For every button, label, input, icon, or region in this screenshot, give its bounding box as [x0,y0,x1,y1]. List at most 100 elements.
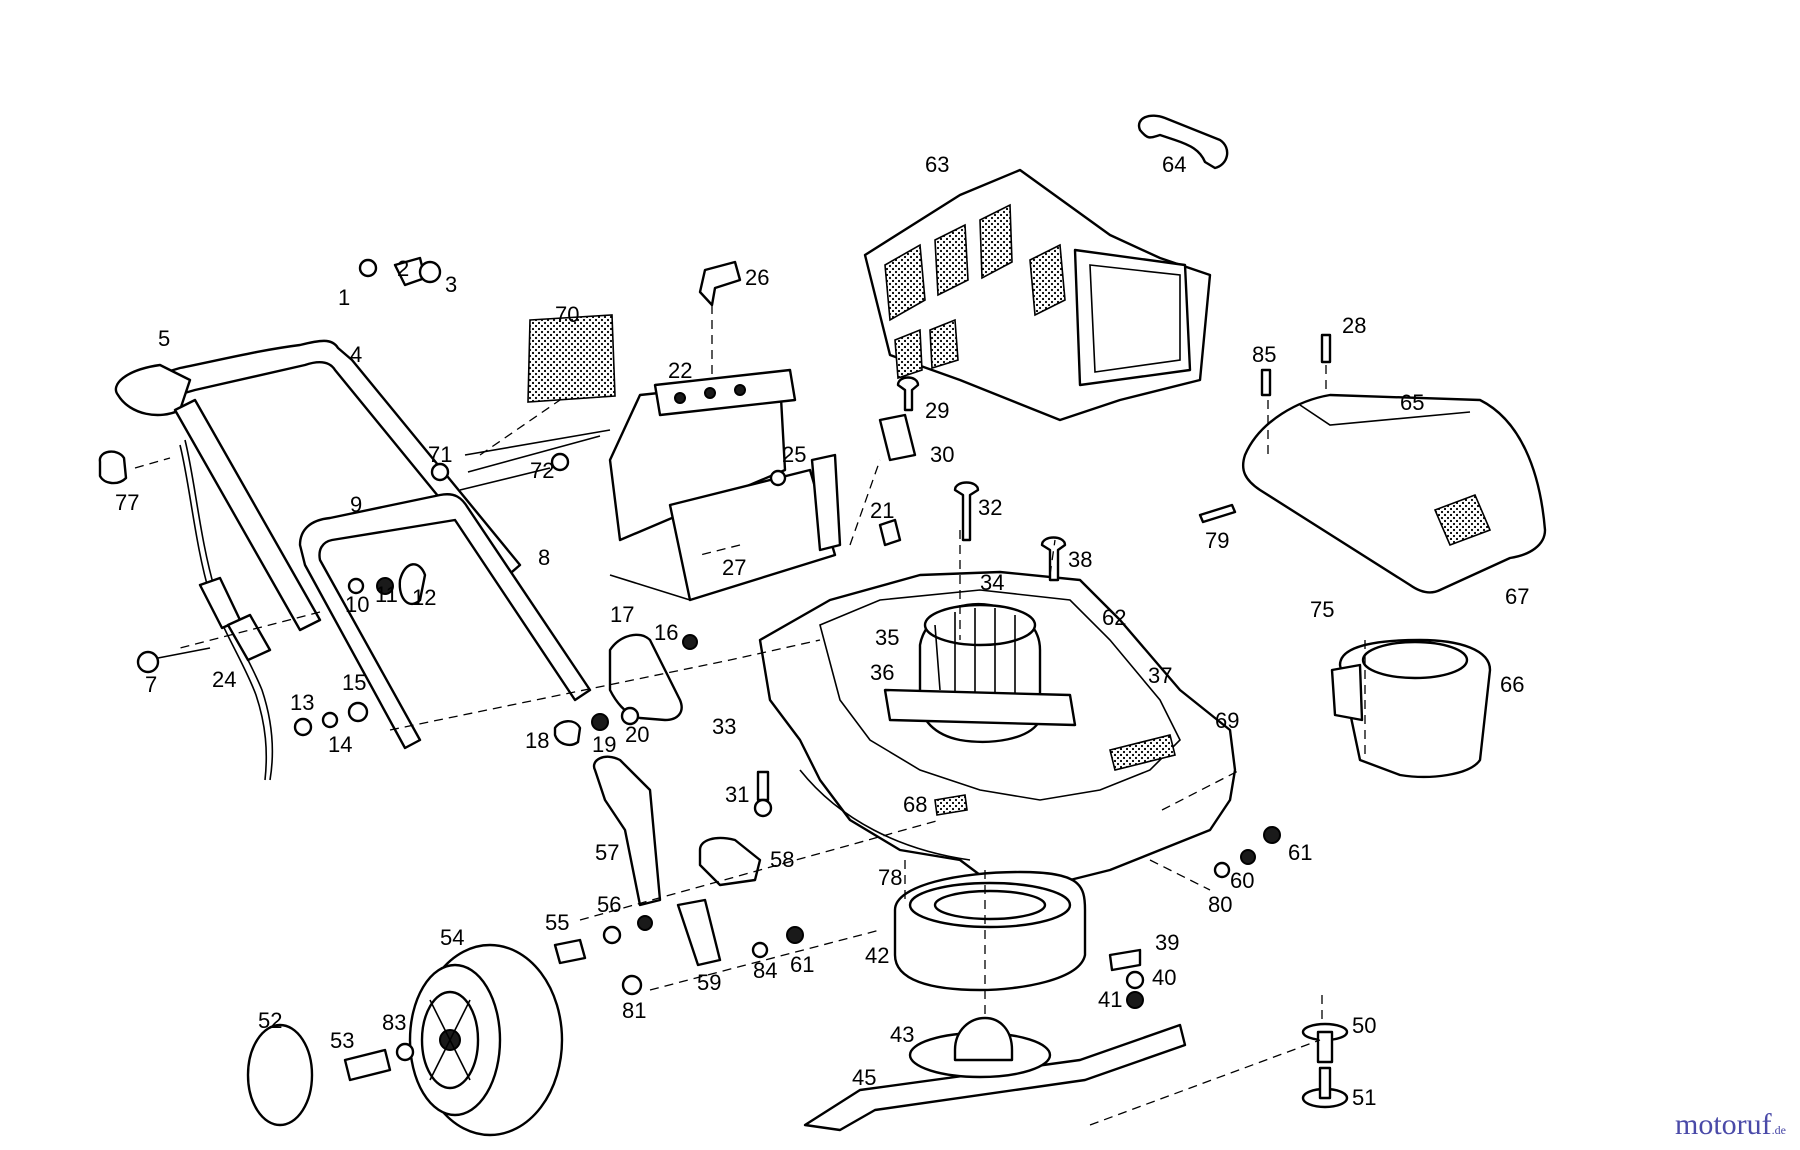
callout-75: 75 [1310,597,1334,622]
callout-14: 14 [328,732,352,757]
callout-57: 57 [595,840,619,865]
callout-52: 52 [258,1008,282,1033]
callout-28: 28 [1342,313,1366,338]
lower-handle [298,493,592,750]
callout-43: 43 [890,1022,914,1047]
callout-4: 4 [350,342,362,367]
callout-60: 60 [1230,868,1254,893]
carry-handle-64 [1137,114,1229,170]
upper-handle [114,339,522,632]
motor-34 [883,602,1077,743]
callout-79: 79 [1205,528,1229,553]
grass-catcher-box [863,168,1212,422]
callout-27: 27 [722,555,746,580]
callout-33: 33 [712,714,736,739]
watermark-tld: .de [1771,1123,1786,1137]
callout-20: 20 [625,722,649,747]
callout-41: 41 [1098,987,1122,1012]
callout-71: 71 [428,442,452,467]
callout-5: 5 [158,326,170,351]
callout-24: 24 [212,667,236,692]
callout-42: 42 [865,943,889,968]
callout-labels: 1 2 3 4 5 7 8 9 10 11 12 13 14 15 16 17 … [115,152,1529,1110]
callout-55: 55 [545,910,569,935]
callout-78: 78 [878,865,902,890]
callout-2: 2 [397,256,409,281]
callout-11: 11 [375,582,398,607]
callout-69: 69 [1215,708,1239,733]
callout-53: 53 [330,1028,354,1053]
callout-32: 32 [978,495,1002,520]
callout-25: 25 [782,442,806,467]
callout-50: 50 [1352,1013,1376,1038]
callout-72: 72 [530,458,554,483]
rear-flap-bracket [464,368,842,602]
height-adjust-lever [553,755,804,996]
watermark-brand: motoruf [1675,1108,1772,1141]
fan-42 [893,870,1087,992]
callout-61-deck: 61 [1288,840,1312,865]
callout-77: 77 [115,490,139,515]
bowden-cable [179,439,274,781]
blade-bolts [1108,948,1349,1109]
callout-40: 40 [1152,965,1176,990]
callout-68: 68 [903,792,927,817]
callout-31: 31 [725,782,749,807]
callout-15: 15 [342,670,366,695]
motor-cover [1241,393,1547,594]
callout-19: 19 [592,732,616,757]
callout-38: 38 [1068,547,1092,572]
callout-58: 58 [770,847,794,872]
callout-64: 64 [1162,152,1186,177]
callout-45: 45 [852,1065,876,1090]
deck-screws [753,376,1281,879]
callout-70: 70 [555,302,579,327]
callout-66: 66 [1500,672,1524,697]
callout-9: 9 [350,492,362,517]
rear-wheel [246,943,564,1137]
callout-26: 26 [745,265,769,290]
callout-8: 8 [538,545,550,570]
callout-35: 35 [875,625,899,650]
callout-84: 84 [753,958,777,983]
callout-61-adjuster: 61 [790,952,814,977]
callout-81: 81 [622,998,646,1023]
motor-housing-66 [1330,638,1492,778]
callout-17: 17 [610,602,634,627]
callout-30: 30 [930,442,954,467]
callout-16: 16 [654,620,678,645]
callout-22: 22 [668,358,692,383]
callout-13: 13 [290,690,314,715]
callout-39: 39 [1155,930,1179,955]
screws-85-28-79 [1198,333,1332,524]
callout-10: 10 [345,592,369,617]
callout-83: 83 [382,1010,406,1035]
callout-18: 18 [525,728,549,753]
hook-26 [698,260,742,380]
callout-59: 59 [697,970,721,995]
callout-21: 21 [870,498,894,523]
callout-34: 34 [980,570,1004,595]
callout-56: 56 [597,892,621,917]
label-70 [527,314,616,403]
callout-65: 65 [1400,390,1424,415]
callout-36: 36 [870,660,894,685]
callout-1: 1 [338,285,350,310]
callout-37: 37 [1148,663,1172,688]
callout-3: 3 [445,272,457,297]
callout-80: 80 [1208,892,1232,917]
callout-51: 51 [1352,1085,1376,1110]
callout-85: 85 [1252,342,1276,367]
callout-29: 29 [925,398,949,423]
callout-62: 62 [1102,605,1126,630]
motoruf-watermark: motoruf.de [1675,1108,1786,1142]
callout-67: 67 [1505,584,1529,609]
callout-54: 54 [440,925,464,950]
blade-45 [803,1016,1187,1132]
handle-small-parts [98,256,601,737]
callout-7: 7 [145,672,157,697]
leader-lines [134,365,1327,1126]
callout-63: 63 [925,152,949,177]
